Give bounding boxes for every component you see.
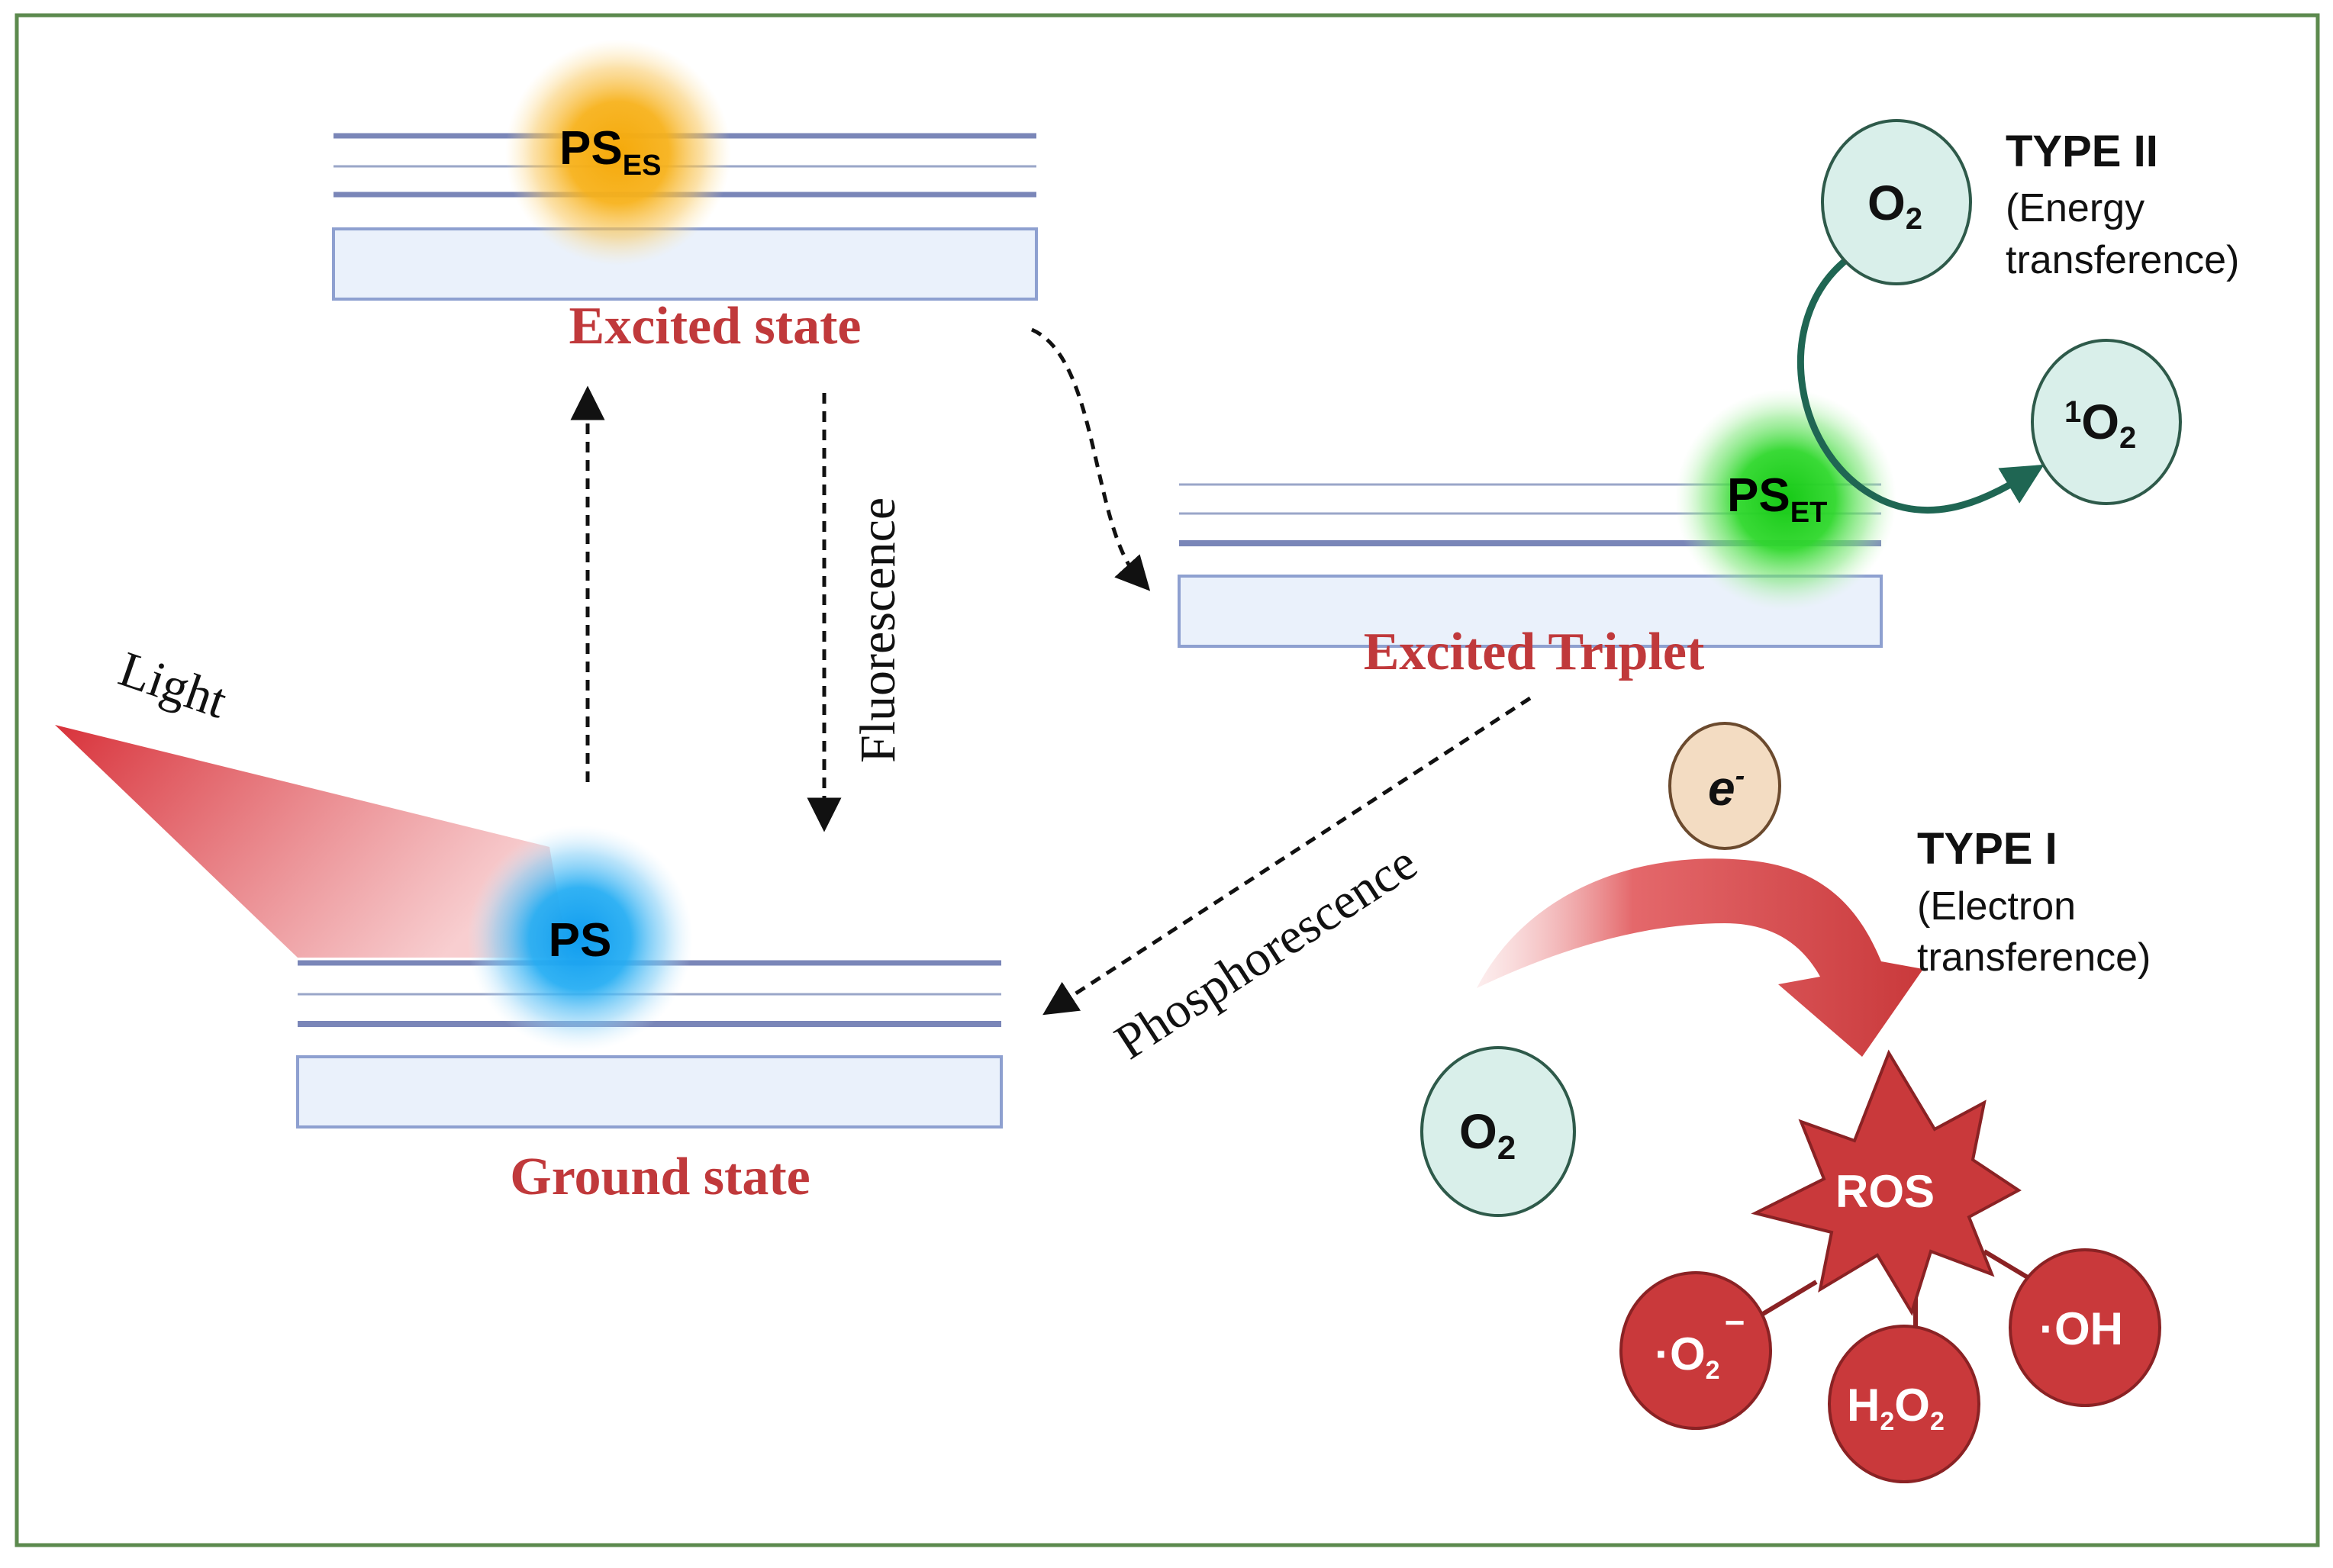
ground-ps-glow — [467, 826, 693, 1051]
type2-oxygen-label: O2 — [1867, 175, 1922, 236]
electron-label: e- — [1708, 760, 1745, 816]
hydroxyl-label: ·OH — [2039, 1303, 2123, 1354]
phosphorescence-arrow — [1042, 696, 1532, 1016]
hydroxyl-bubble — [2009, 1248, 2161, 1407]
type2-oxygen-bubble — [1821, 119, 1972, 285]
type1-oxygen-bubble — [1420, 1046, 1576, 1217]
fluorescence-label: Fluorescence — [850, 497, 906, 763]
ros-star — [1751, 1049, 2022, 1316]
electron-bubble — [1668, 722, 1781, 850]
light-beam — [55, 725, 569, 958]
type1-line2: transference) — [1917, 935, 2151, 980]
superoxide-bubble — [1619, 1271, 1772, 1430]
ground-state-label: Ground state — [510, 1148, 810, 1206]
singlet-oxygen-label: 1O2 — [2064, 394, 2136, 455]
type2-line1: (Energy — [2006, 186, 2144, 230]
excited-ps-glow — [505, 40, 731, 266]
type2-arrow — [1797, 256, 2045, 514]
ros-label: ROS — [1835, 1166, 1935, 1217]
type2-title: TYPE II — [2006, 127, 2158, 176]
superoxide-label: ·O2− — [1655, 1302, 1745, 1385]
type1-line1: (Electron — [1917, 884, 2076, 929]
excited-triplet-label: Excited Triplet — [1364, 623, 1705, 681]
type2-line2: transference) — [2006, 238, 2239, 282]
triplet-ps-glow — [1675, 389, 1896, 610]
type1-oxygen-label: O2 — [1459, 1104, 1516, 1167]
singlet-oxygen-bubble — [2031, 339, 2182, 505]
peroxide-label: H2O2 — [1847, 1380, 1945, 1436]
peroxide-bubble — [1828, 1325, 1980, 1483]
type1-title: TYPE I — [1917, 824, 2057, 874]
excited-state-label: Excited state — [569, 297, 862, 356]
intersystem-crossing-arrow — [1031, 327, 1151, 591]
type1-arrow — [1477, 858, 1923, 1057]
ground-ps-label: PS — [549, 914, 612, 967]
triplet-ps-label: PSET — [1727, 469, 1827, 529]
excited-ps-label: PSES — [559, 122, 661, 182]
